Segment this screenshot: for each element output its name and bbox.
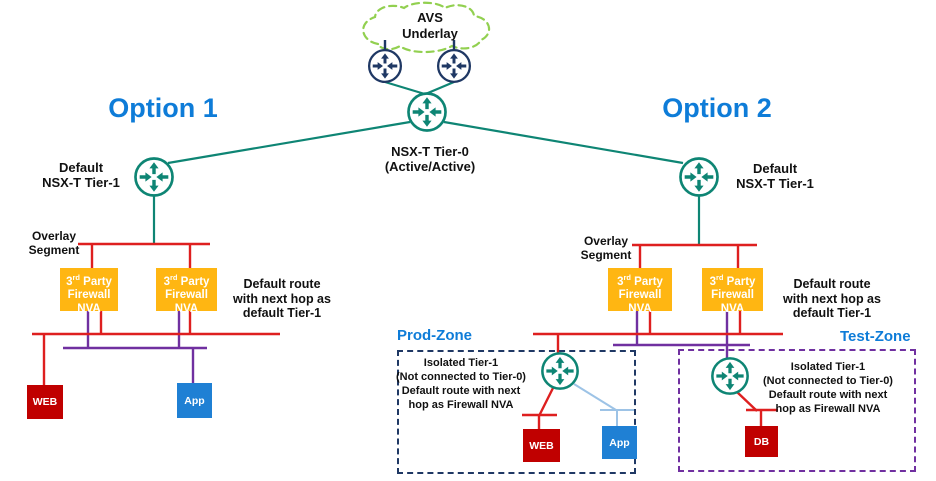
test-zone-box <box>678 349 916 472</box>
test-db-diagonal <box>736 391 758 412</box>
nva-box-option2-b: 3rd Party Firewall NVA <box>702 268 763 315</box>
default-route-note-left: Default route with next hop as default T… <box>233 277 331 320</box>
app-box-option1: App <box>177 383 212 418</box>
web-box-option1: WEB <box>27 385 63 419</box>
db-box-test-zone: DB <box>745 426 778 457</box>
nva-box-option1-a: 3rd Party Firewall NVA <box>60 268 118 315</box>
prod-web-diagonal <box>537 385 556 417</box>
web-box-prod-zone: WEB <box>523 429 560 462</box>
option2-heading: Option 2 <box>662 93 772 123</box>
avs-underlay-label: AVS Underlay <box>402 10 458 41</box>
tier0-label: NSX-T Tier-0 (Active/Active) <box>384 144 476 174</box>
tier1-right-router-icon <box>679 157 719 197</box>
overlay-segment-label-right: Overlay Segment <box>580 234 632 262</box>
option1-heading: Option 1 <box>108 93 218 123</box>
test-zone-label: Test-Zone <box>840 328 911 345</box>
avs-underlay-cloud <box>362 1 491 54</box>
nva-box-option2-a: 3rd Party Firewall NVA <box>608 268 672 315</box>
tier1-right-label: Default NSX-T Tier-1 <box>736 161 814 191</box>
prod-zone-box <box>397 350 636 474</box>
tier0-to-left-tier1-link <box>167 120 411 165</box>
tier0-router-icon <box>407 92 447 132</box>
nva-box-option1-b: 3rd Party Firewall NVA <box>156 268 217 315</box>
prod-isolated-tier1-note: Isolated Tier-1 (Not connected to Tier-0… <box>396 357 526 411</box>
app-box-prod-zone: App <box>602 426 637 459</box>
prod-app-diagonal <box>573 383 617 411</box>
test-isolated-tier1-note: Isolated Tier-1 (Not connected to Tier-0… <box>763 361 893 415</box>
underlay-router-right-icon <box>436 48 472 84</box>
underlay-router-left-icon <box>367 48 403 84</box>
tier1-left-router-icon <box>134 157 174 197</box>
overlay-segment-label-left: Overlay Segment <box>28 229 80 257</box>
prod-zone-label: Prod-Zone <box>397 327 472 344</box>
tier0-to-right-tier1-link <box>443 120 684 165</box>
tier1-left-label: Default NSX-T Tier-1 <box>42 160 120 190</box>
default-route-note-right: Default route with next hop as default T… <box>783 277 881 320</box>
